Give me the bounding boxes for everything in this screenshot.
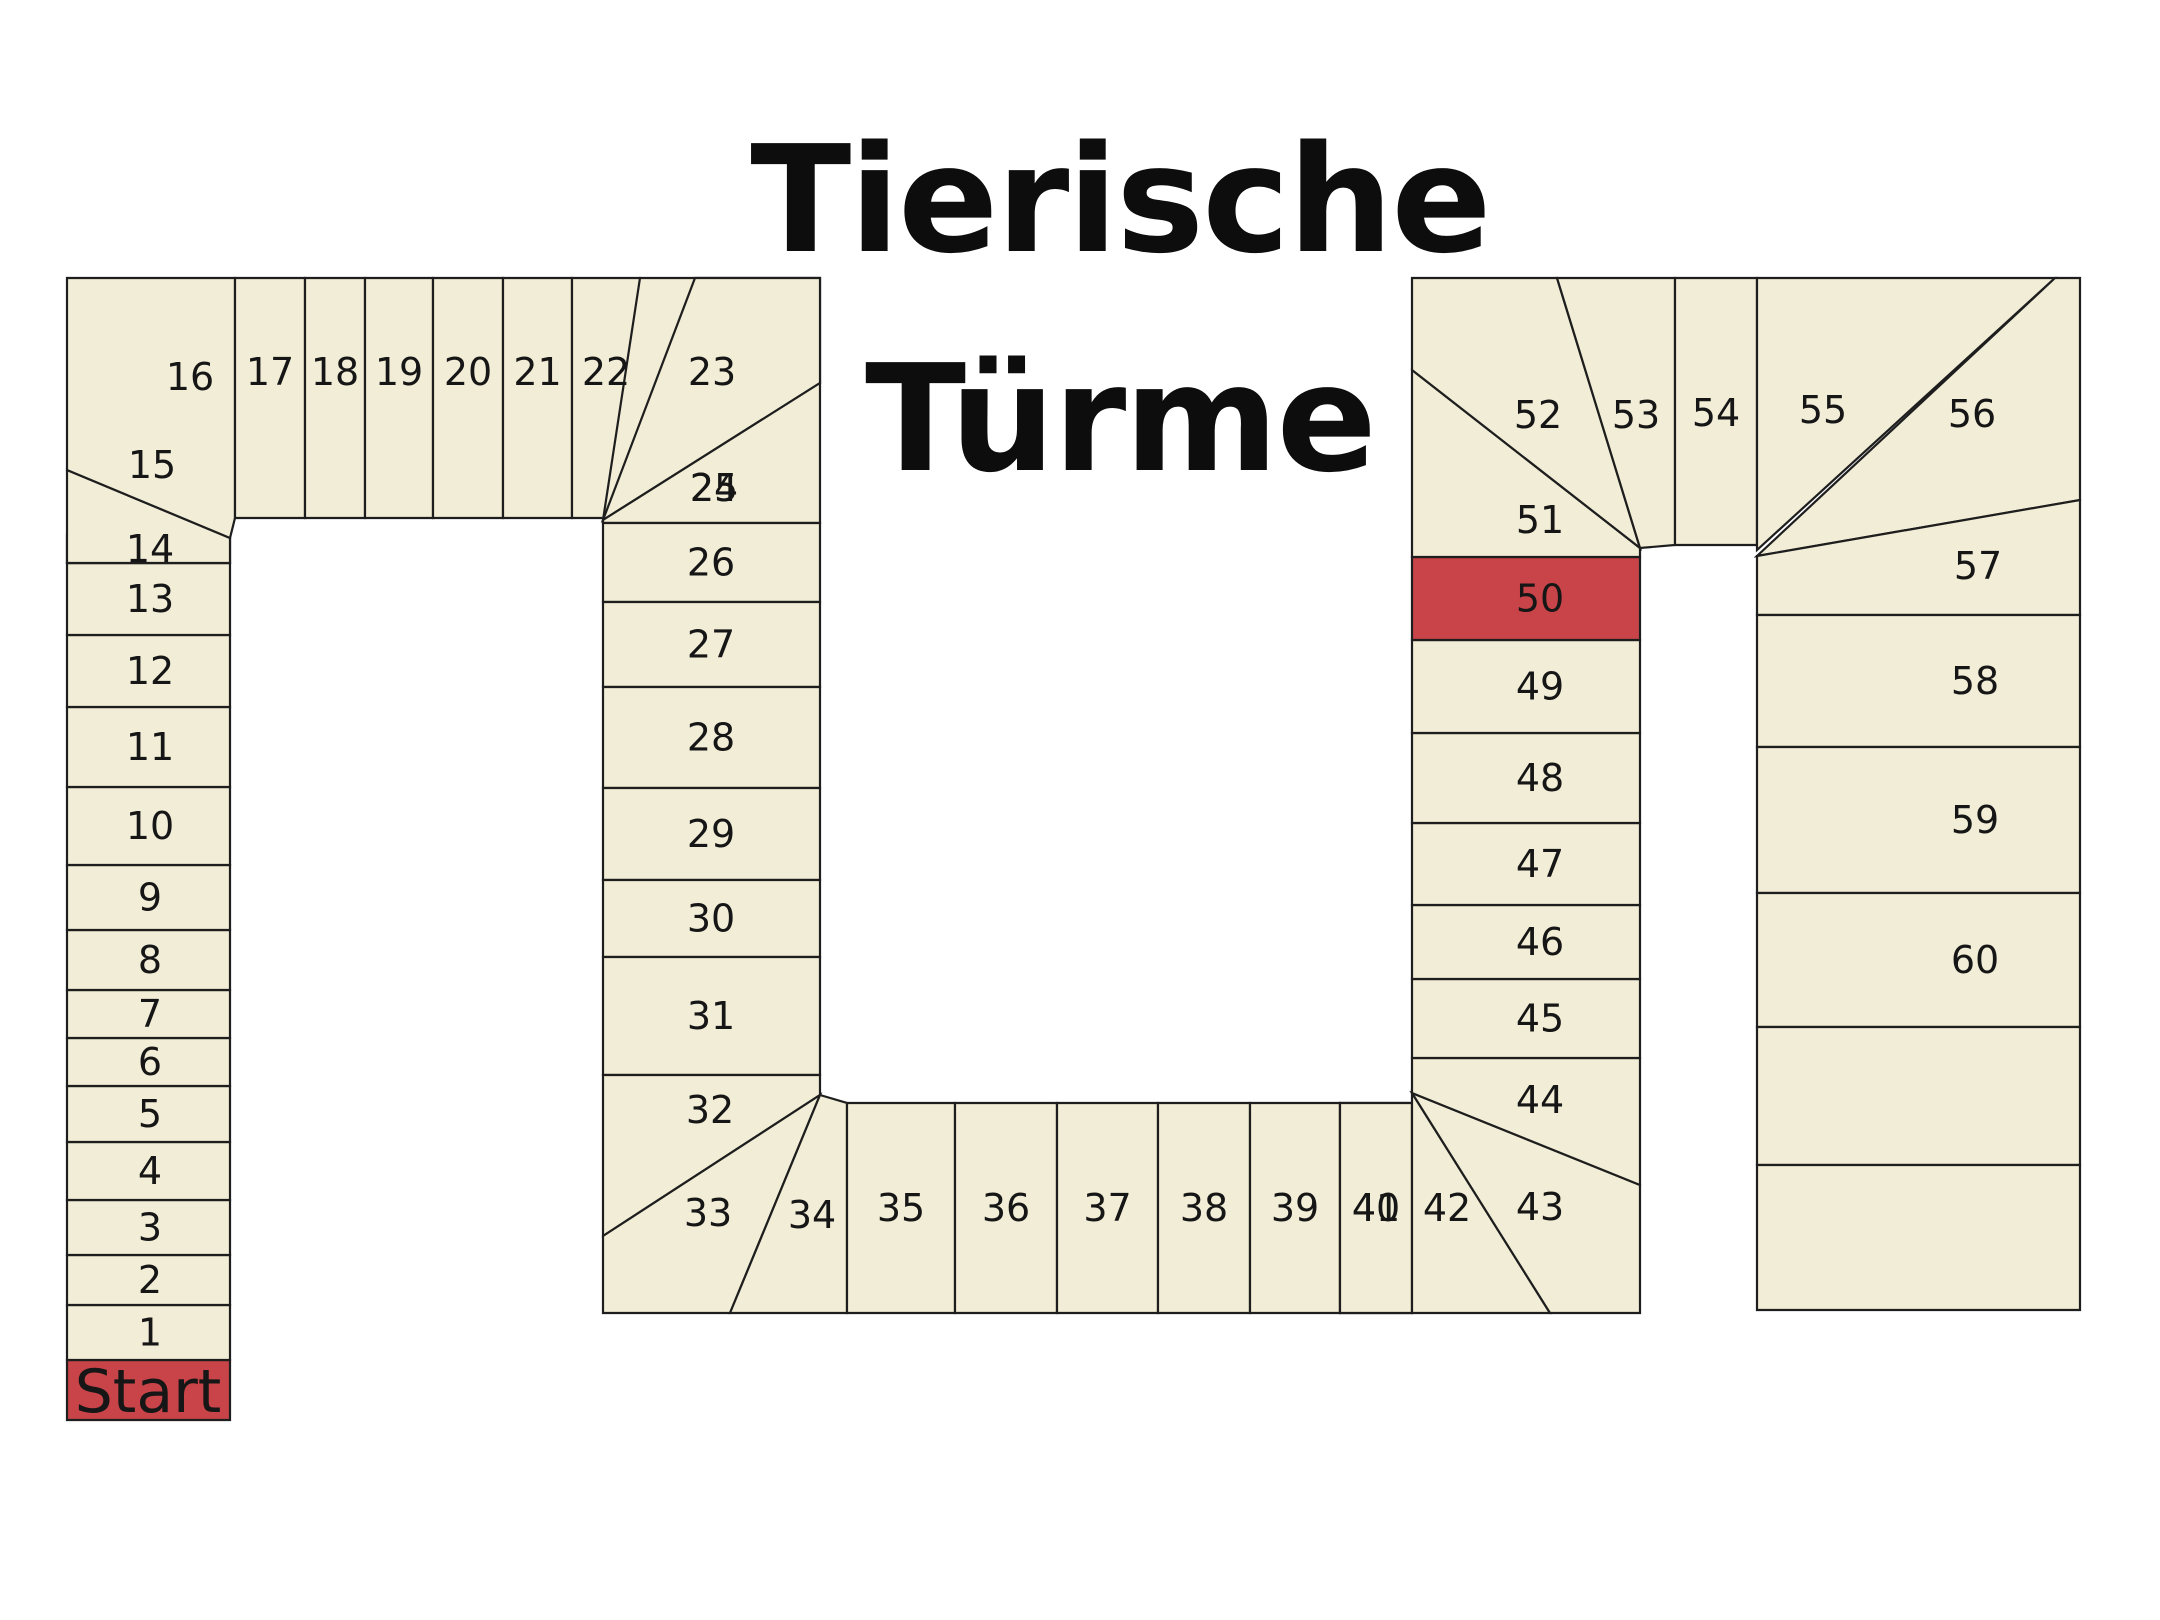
board-field-label-41: 41 xyxy=(1352,1186,1400,1230)
board-field-label-38: 38 xyxy=(1180,1186,1228,1230)
board-field-label-45: 45 xyxy=(1516,997,1564,1041)
board-field-undefined[interactable] xyxy=(1755,1163,2082,1312)
board-field-label-37: 37 xyxy=(1083,1186,1131,1230)
game-title-line1: Tierische xyxy=(750,114,1491,286)
board-field-label-19: 19 xyxy=(375,350,423,394)
board-field-label-9: 9 xyxy=(138,876,162,920)
board-field-label-11: 11 xyxy=(126,725,174,769)
board-field-60[interactable] xyxy=(1755,891,2082,1029)
board-field-label-18: 18 xyxy=(311,350,359,394)
board-field-label-25: 25 xyxy=(690,466,738,510)
board-field-label-47: 47 xyxy=(1516,842,1564,886)
board-field-label-55: 55 xyxy=(1799,388,1847,432)
board-field-label-57: 57 xyxy=(1954,544,2002,588)
board-field-59[interactable] xyxy=(1755,745,2082,895)
board-field-label-43: 43 xyxy=(1516,1185,1564,1229)
board-field-label-32: 32 xyxy=(686,1088,734,1132)
board-field-label-20: 20 xyxy=(444,350,492,394)
board-field-label-3: 3 xyxy=(138,1206,162,1250)
board-field-label-12: 12 xyxy=(126,649,174,693)
board-field-label-1: 1 xyxy=(138,1311,162,1355)
board-field-label-56: 56 xyxy=(1948,392,1996,436)
board-field-label-54: 54 xyxy=(1692,391,1740,435)
board-field-label-22: 22 xyxy=(582,350,630,394)
game-title-line2: Türme xyxy=(865,333,1377,505)
board-field-18[interactable] xyxy=(303,276,367,520)
board-field-label-35: 35 xyxy=(877,1186,925,1230)
board-field-label-50: 50 xyxy=(1516,577,1564,621)
board-field-label-44: 44 xyxy=(1516,1078,1564,1122)
board-field-label-26: 26 xyxy=(687,541,735,585)
board-field-label-40: 40 xyxy=(1352,1186,1400,1230)
board-field-label-46: 46 xyxy=(1516,920,1564,964)
board-field-21[interactable] xyxy=(501,276,574,520)
board-field-label-28: 28 xyxy=(687,716,735,760)
board-field-19[interactable] xyxy=(363,276,435,520)
board-field-label-15: 15 xyxy=(128,443,176,487)
board-field-label-53: 53 xyxy=(1612,393,1660,437)
board-field-label-52: 52 xyxy=(1514,393,1562,437)
board-field-label-13: 13 xyxy=(126,577,174,621)
start-field-label: Start xyxy=(75,1357,222,1427)
board-field-17[interactable] xyxy=(233,276,307,520)
board-field-undefined[interactable] xyxy=(1755,1025,2082,1167)
board-field-label-36: 36 xyxy=(982,1186,1030,1230)
board-field-label-10: 10 xyxy=(126,804,174,848)
board-field-label-2: 2 xyxy=(138,1258,162,1302)
board-field-label-5: 5 xyxy=(138,1092,162,1136)
board-field-label-58: 58 xyxy=(1951,659,1999,703)
board-field-label-24: 24 xyxy=(690,466,738,510)
board-field-label-30: 30 xyxy=(687,897,735,941)
board-field-label-7: 7 xyxy=(138,992,162,1036)
board-field-20[interactable] xyxy=(431,276,505,520)
board-field-58[interactable] xyxy=(1755,613,2082,749)
board-field-label-6: 6 xyxy=(138,1040,162,1084)
board-field-label-51: 51 xyxy=(1516,498,1564,542)
board-field-label-39: 39 xyxy=(1271,1186,1319,1230)
board-field-label-8: 8 xyxy=(138,938,162,982)
board-field-label-16: 16 xyxy=(166,355,214,399)
board-field-label-48: 48 xyxy=(1516,756,1564,800)
board-field-label-42: 42 xyxy=(1423,1186,1471,1230)
board-field-label-29: 29 xyxy=(687,812,735,856)
board-field-label-23: 23 xyxy=(688,350,736,394)
board-field-label-60: 60 xyxy=(1951,938,1999,982)
board-field-label-4: 4 xyxy=(138,1149,162,1193)
board-field-label-31: 31 xyxy=(687,994,735,1038)
board-field-label-59: 59 xyxy=(1951,798,1999,842)
board-field-label-34: 34 xyxy=(788,1193,836,1237)
board-field-label-33: 33 xyxy=(684,1191,732,1235)
board-field-label-27: 27 xyxy=(687,623,735,667)
board-field-16[interactable] xyxy=(65,276,237,540)
board-field-label-49: 49 xyxy=(1516,665,1564,709)
board-field-label-21: 21 xyxy=(513,350,561,394)
board-field-label-14: 14 xyxy=(126,527,174,571)
board-field-label-17: 17 xyxy=(246,350,294,394)
